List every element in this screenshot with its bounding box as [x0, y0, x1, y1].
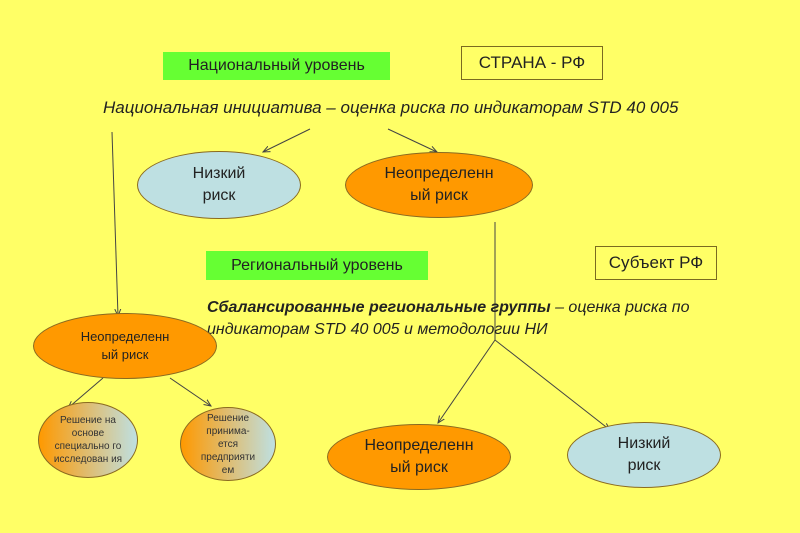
regional-groups-text: Сбалансированные региональные группы – о…: [207, 297, 767, 341]
regional-uncertain-risk: Неопределенн ый риск: [327, 424, 511, 490]
subject-label: Субъект РФ: [595, 246, 717, 280]
arrow-to-enterprise: [169, 377, 211, 406]
national-uncertain-risk: Неопределенн ый риск: [345, 152, 533, 218]
left-uncertain-risk: Неопределенн ый риск: [33, 313, 217, 379]
country-label: СТРАНА - РФ: [461, 46, 603, 80]
arrow-to-bottom-uncertain: [438, 339, 496, 423]
regional-level-label: Региональный уровень: [206, 251, 428, 280]
national-level-label: Национальный уровень: [163, 52, 390, 80]
decision-enterprise: Решение принима- ется предприяти ем: [180, 407, 276, 481]
arrow-to-left-uncertain: [111, 131, 118, 316]
arrow-to-uncertain-risk: [387, 128, 437, 152]
arrow-to-low-risk: [263, 128, 311, 152]
national-low-risk: Низкий риск: [137, 151, 301, 219]
national-initiative-text: Национальная инициатива – оценка риска п…: [103, 98, 679, 117]
regional-groups-bold: Сбалансированные региональные группы: [207, 299, 551, 316]
arrow-to-bottom-low: [494, 339, 610, 430]
regional-low-risk: Низкий риск: [567, 422, 721, 488]
decision-research: Решение на основе специально го исследов…: [38, 402, 138, 478]
regional-groups-rest: – оценка риска по индикаторам STD 40 005…: [207, 299, 690, 338]
